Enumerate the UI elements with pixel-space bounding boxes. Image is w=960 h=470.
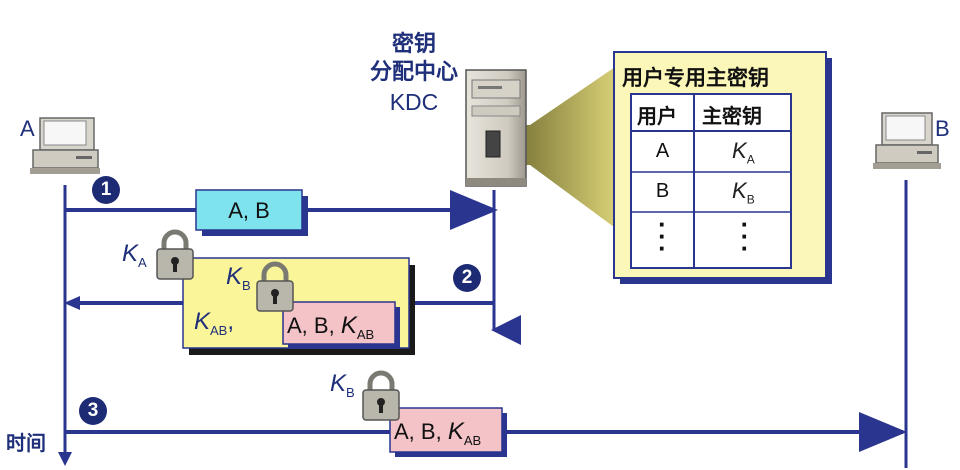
kdc-title-line3: KDC xyxy=(389,89,439,115)
inner-ticket-box xyxy=(282,301,396,345)
step-3-badge: 3 xyxy=(79,397,107,425)
key-table-title: 用户专用主密钥 xyxy=(622,67,769,90)
kdc-server-icon xyxy=(465,69,527,187)
session-key-kab: KAB, xyxy=(194,308,235,338)
inner-ticket-text: A, B, KAB xyxy=(287,312,375,342)
lock-ka-icon xyxy=(156,229,194,280)
key-kb-label: KB xyxy=(226,263,251,293)
key-table-col-user: 用户 xyxy=(637,106,677,128)
ticket-b-text: A, B, KAB xyxy=(394,418,482,448)
kdc-title-line2: 分配中心 xyxy=(369,59,458,84)
key-table-row-a-key: KA xyxy=(732,138,755,167)
host-b-label: B xyxy=(935,116,950,141)
key-table-row-b-user: B xyxy=(655,180,670,202)
key-table-ellipsis-user: ··· xyxy=(658,209,667,263)
host-a-label: A xyxy=(20,116,35,141)
key-table-row-a-user: A xyxy=(655,140,670,162)
key-table-ellipsis-key: ··· xyxy=(740,209,750,263)
step-1-badge: 1 xyxy=(92,176,120,204)
request-message: A, B xyxy=(228,198,270,223)
request-box xyxy=(195,189,303,231)
kdc-title-line1: 密钥 xyxy=(391,31,436,56)
beam xyxy=(510,65,618,230)
timeline-a-arrowhead xyxy=(58,452,72,466)
lock-kb-step3-icon xyxy=(362,370,400,421)
step-2-badge: 2 xyxy=(453,264,481,292)
computer-a-icon xyxy=(30,117,100,174)
key-kb-step3-label: KB xyxy=(330,370,355,400)
computer-b-icon xyxy=(873,112,941,169)
lock-kb-icon xyxy=(256,261,294,312)
arrow-step2-head xyxy=(64,296,80,310)
key-table-row-b-key: KB xyxy=(732,178,755,207)
key-table-col-key: 主密钥 xyxy=(702,106,762,128)
ticket-b-box xyxy=(389,407,503,453)
key-ka-label: KA xyxy=(122,240,147,270)
time-axis-label: 时间 xyxy=(6,433,46,455)
